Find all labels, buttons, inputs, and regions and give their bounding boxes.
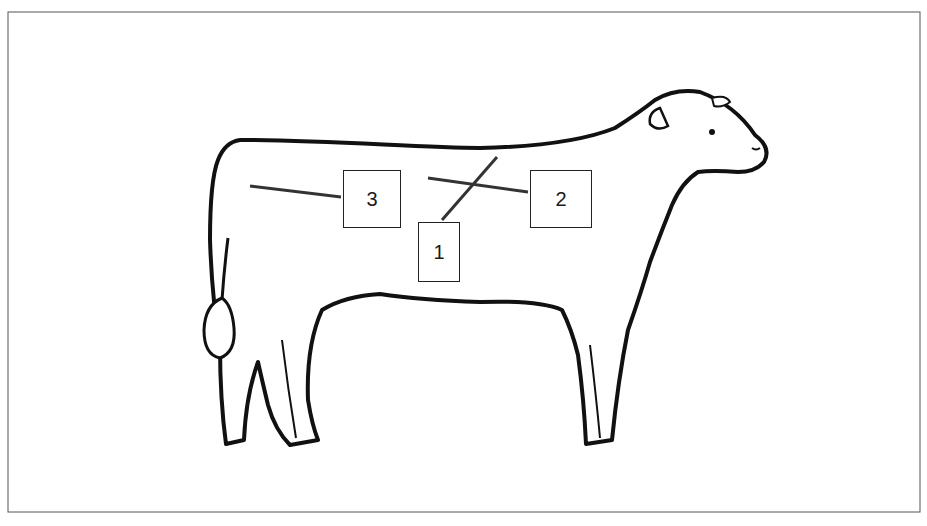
leader-line xyxy=(250,186,341,197)
callout-number: 3 xyxy=(366,189,377,209)
cow-leg-inner xyxy=(282,340,296,438)
cow-tail xyxy=(222,238,228,300)
callout-number: 2 xyxy=(555,189,566,209)
cow-outline xyxy=(210,91,767,445)
leader-line xyxy=(442,157,497,220)
callout-box: 3 xyxy=(343,170,401,228)
cow-ear xyxy=(650,108,668,129)
cow-nostril xyxy=(752,148,760,150)
frame xyxy=(8,12,920,512)
callout-number: 1 xyxy=(433,242,444,262)
callout-box: 2 xyxy=(530,170,592,228)
cow-tail-tuft xyxy=(204,298,234,358)
cow-ear xyxy=(712,97,730,107)
callout-box: 1 xyxy=(418,222,460,282)
cow-leg-inner xyxy=(590,345,600,438)
cow-eye xyxy=(709,129,715,135)
